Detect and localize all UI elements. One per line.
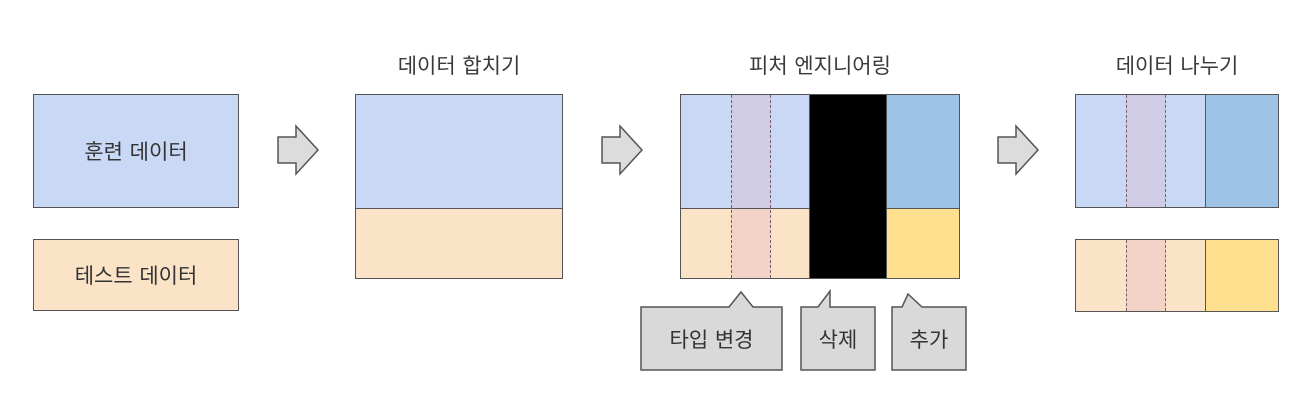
split-train-converted-column	[1126, 95, 1166, 207]
added-column-train	[886, 94, 960, 209]
test-data-label: 테스트 데이터	[74, 264, 198, 288]
callout-add-label: 추가	[909, 327, 949, 352]
converted-column-test	[731, 209, 771, 278]
deleted-column	[809, 94, 887, 279]
split-title: 데이터 나누기	[1115, 54, 1239, 78]
split-train-converted-outline	[1126, 95, 1166, 207]
split-test-added-column	[1205, 239, 1279, 312]
merge-title: 데이터 합치기	[397, 54, 521, 78]
arrow-right-icon	[277, 124, 320, 176]
split-test-converted-outline	[1126, 240, 1166, 311]
test-data-box: 테스트 데이터	[33, 239, 239, 311]
callout-type-change-label: 타입 변경	[669, 327, 754, 352]
arrow-right-icon	[601, 124, 644, 176]
train-data-label: 훈련 데이터	[84, 140, 188, 164]
added-column-test	[886, 208, 960, 279]
callout-add-shape	[891, 292, 967, 371]
split-train-added-column	[1205, 94, 1279, 208]
callout-delete-label: 삭제	[818, 327, 858, 352]
converted-column-outline	[731, 95, 771, 278]
feature-engineering-title: 피처 엔지니어링	[749, 54, 891, 78]
split-test-converted-column	[1126, 240, 1166, 311]
callout-type-change-shape	[640, 290, 783, 371]
merged-test-block	[355, 208, 563, 279]
callout-delete-shape	[800, 288, 876, 371]
train-data-box: 훈련 데이터	[33, 94, 239, 208]
converted-column-train	[731, 95, 771, 208]
arrow-right-icon	[997, 124, 1040, 176]
